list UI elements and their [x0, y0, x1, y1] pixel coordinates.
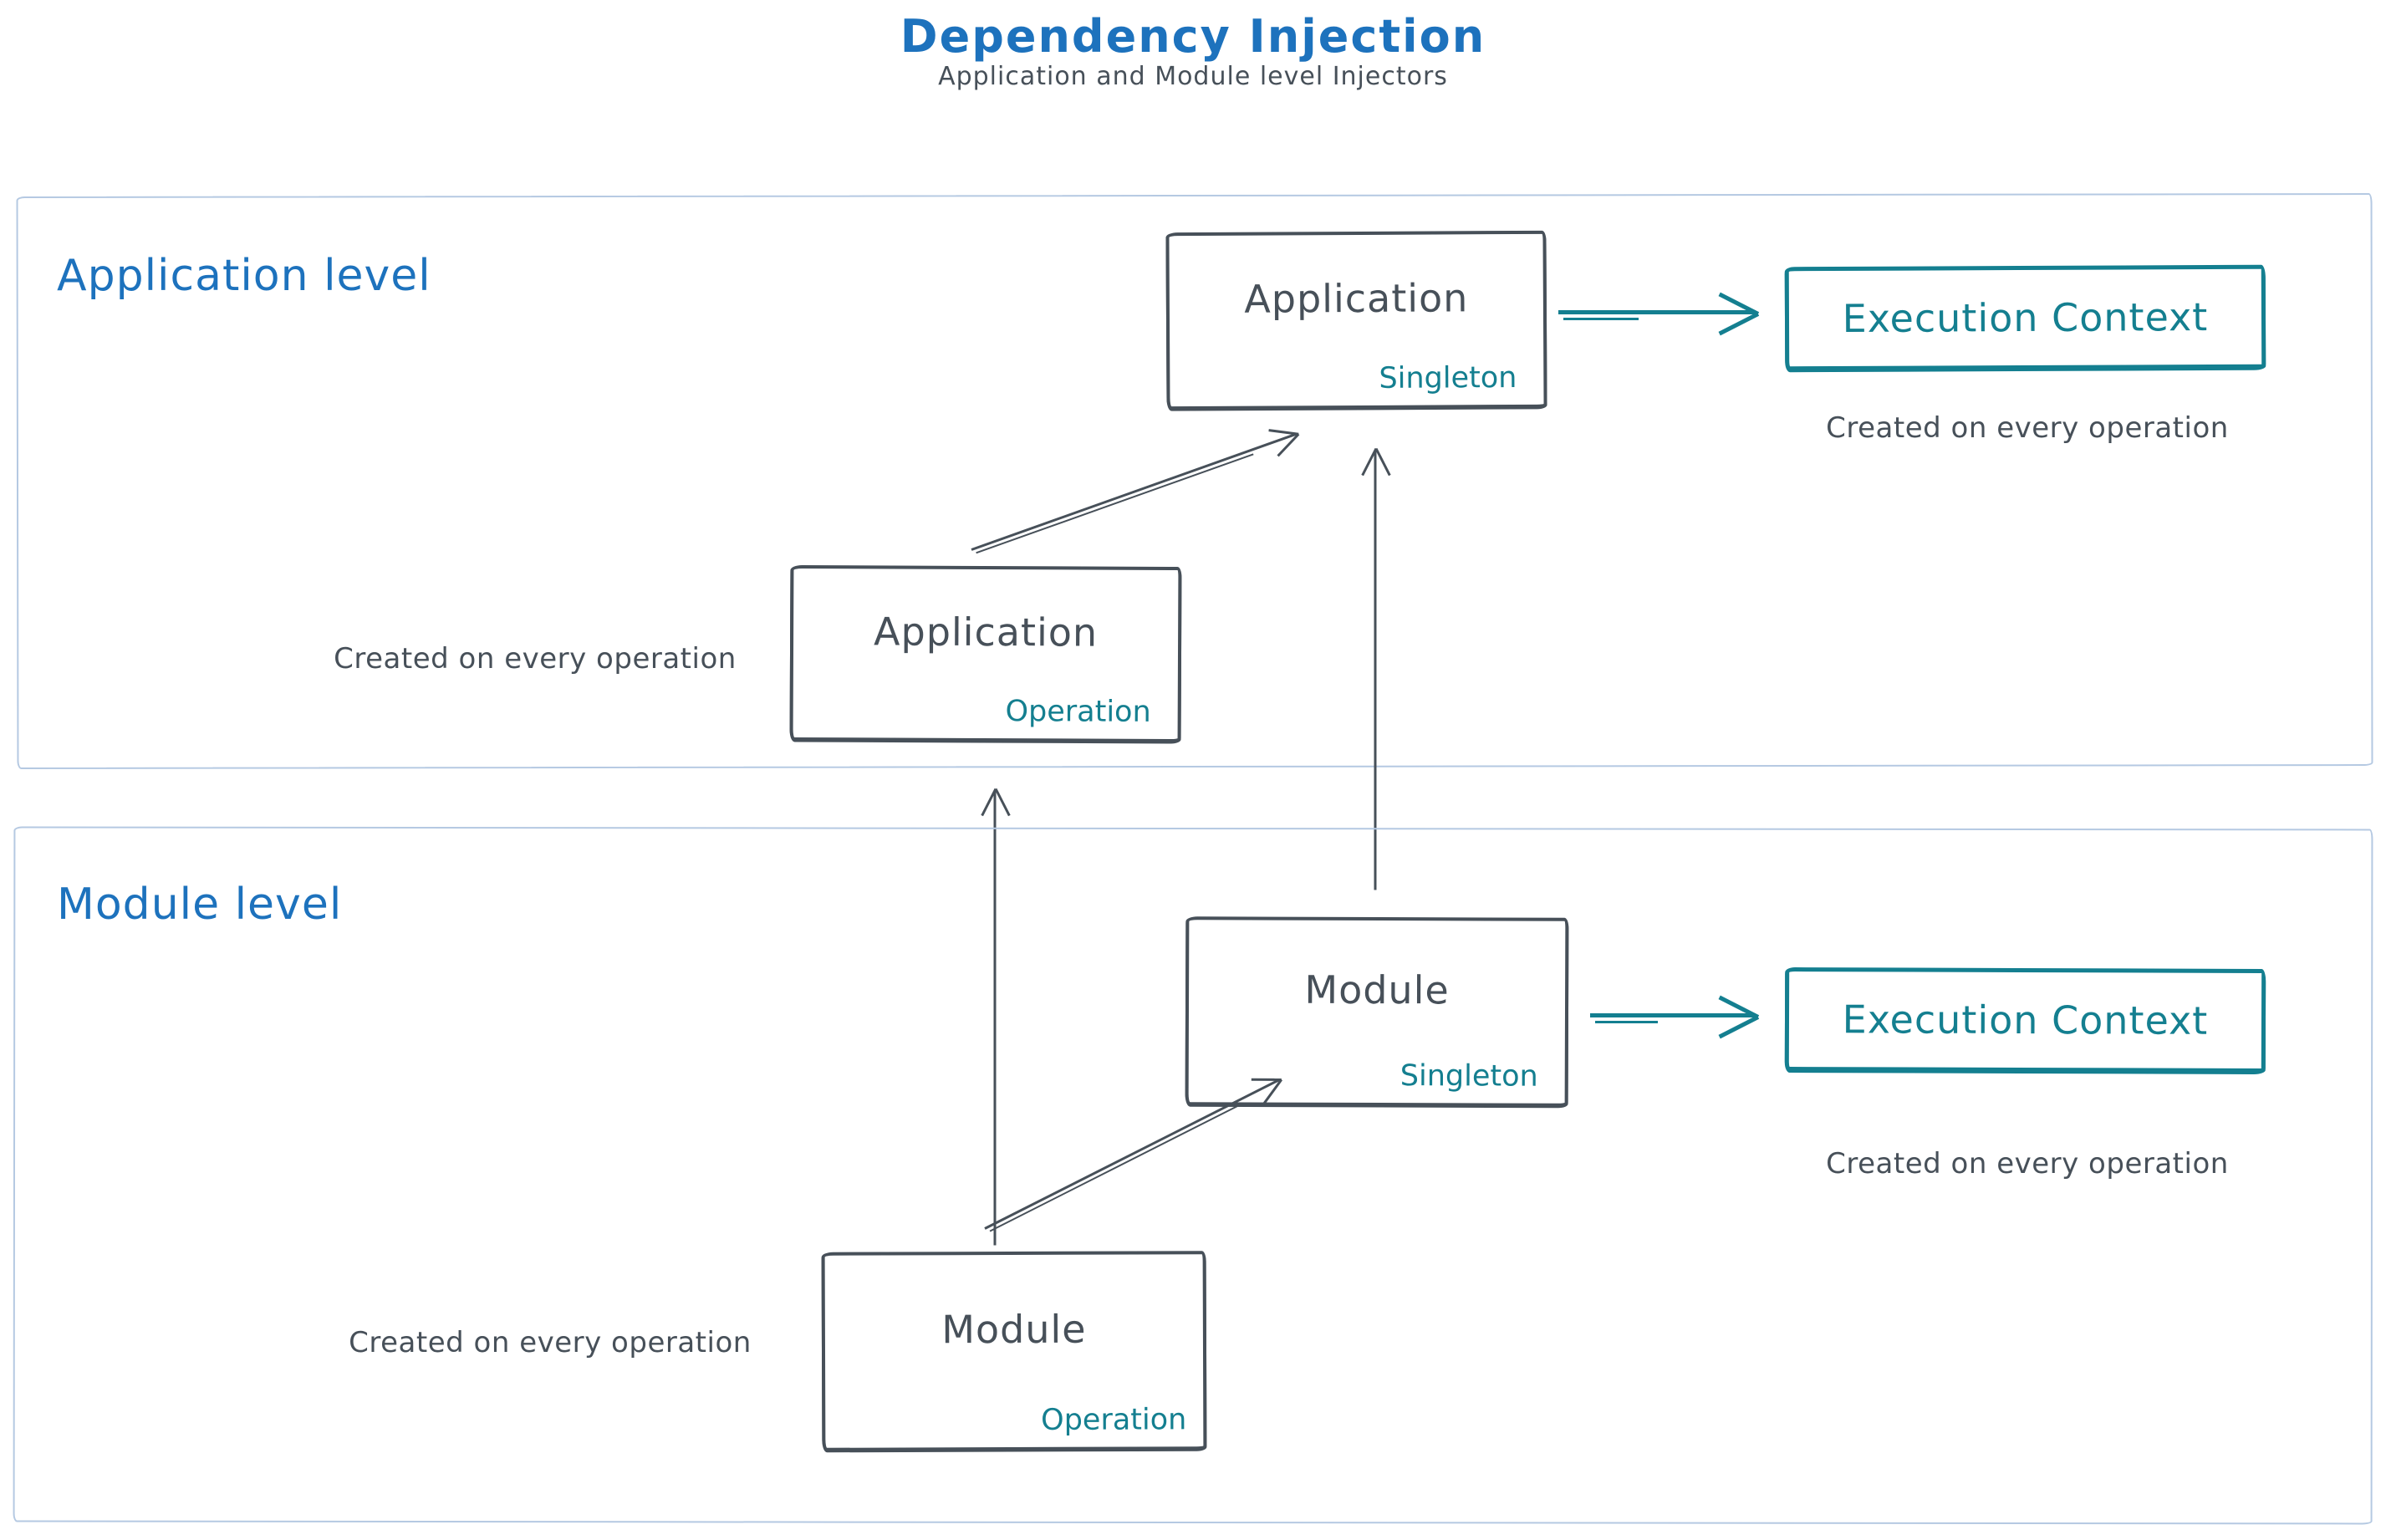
- arrow-module-singleton-to-application-singleton: [1361, 447, 1391, 890]
- module-execution-context-label: Execution Context: [1842, 997, 2209, 1043]
- module-level-label: Module level: [57, 880, 343, 930]
- module-execution-context-box: Execution Context: [1784, 966, 2266, 1073]
- application-singleton-scope: Singleton: [1379, 360, 1517, 395]
- module-operation-box: Module Operation: [821, 1251, 1207, 1451]
- application-execution-context-caption: Created on every operation: [1826, 411, 2229, 445]
- application-operation-box: Application Operation: [789, 564, 1182, 743]
- module-execution-context-caption: Created on every operation: [1826, 1147, 2229, 1180]
- application-execution-context-box: Execution Context: [1784, 264, 2266, 371]
- application-execution-context-label: Execution Context: [1842, 294, 2209, 341]
- arrow-module-singleton-to-execution-context: [1590, 995, 1760, 1039]
- arrow-application-singleton-to-execution-context: [1558, 292, 1760, 336]
- module-operation-caption: Created on every operation: [349, 1326, 752, 1359]
- application-level-label: Application level: [57, 251, 431, 301]
- module-singleton-name: Module: [1304, 966, 1450, 1013]
- page-title: Dependency Injection: [900, 10, 1486, 63]
- module-operation-scope: Operation: [1041, 1403, 1187, 1437]
- module-singleton-box: Module Singleton: [1185, 916, 1569, 1107]
- application-operation-caption: Created on every operation: [334, 642, 737, 676]
- module-operation-name: Module: [941, 1306, 1087, 1353]
- application-operation-name: Application: [873, 609, 1099, 655]
- page-subtitle: Application and Module level Injectors: [938, 62, 1448, 91]
- application-operation-scope: Operation: [1005, 695, 1151, 729]
- application-singleton-name: Application: [1244, 275, 1469, 322]
- application-singleton-box: Application Singleton: [1165, 230, 1547, 410]
